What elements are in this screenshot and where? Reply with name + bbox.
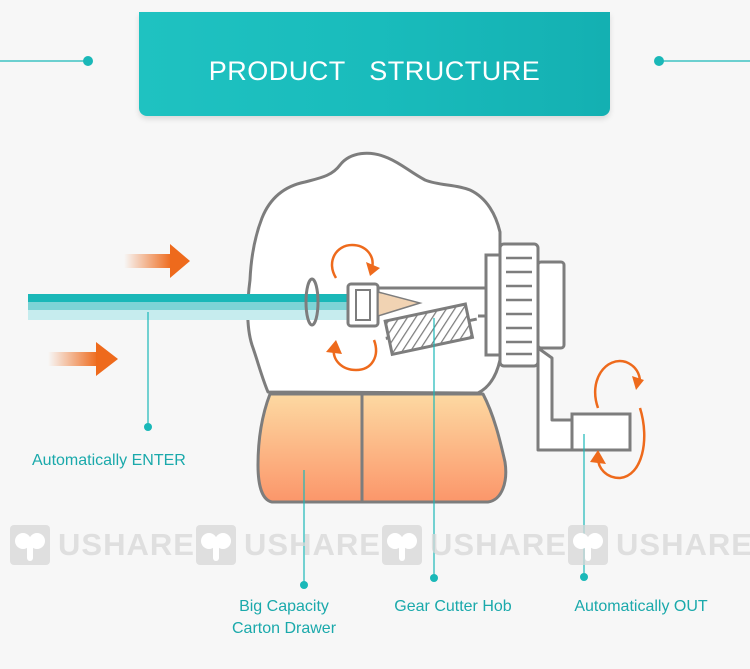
watermark-brand: USHARE bbox=[58, 527, 195, 562]
pencil-shaft-light bbox=[28, 310, 348, 320]
rotation-arrow-top bbox=[330, 243, 380, 279]
label-automatically-enter: Automatically ENTER bbox=[32, 452, 186, 469]
watermark-brand: USHARE bbox=[430, 527, 567, 562]
page-title: PRODUCT STRUCTURE bbox=[208, 56, 541, 86]
callout-hob-leader bbox=[430, 318, 438, 582]
label-carton-drawer: Big Capacity Carton Drawer bbox=[214, 596, 354, 640]
elephant-logo-icon bbox=[196, 525, 236, 565]
pencil-entry-hole bbox=[304, 277, 320, 327]
pencil-tip bbox=[377, 291, 423, 318]
crank-rotation-arrow-bottom bbox=[590, 407, 646, 480]
label-gear-cutter-hob: Gear Cutter Hob bbox=[394, 598, 512, 615]
label-drawer-line1: Big Capacity bbox=[239, 598, 329, 615]
crank-knob bbox=[570, 412, 632, 452]
elephant-logo-icon bbox=[10, 525, 50, 565]
gear-cutter-hob bbox=[383, 302, 478, 357]
watermark-1: USHARE bbox=[8, 521, 195, 569]
pencil-clamp-inner bbox=[355, 289, 371, 321]
elephant-logo-icon bbox=[568, 525, 608, 565]
gear-teeth bbox=[506, 256, 532, 356]
crank-rotation-arrow-top bbox=[593, 359, 644, 409]
pencil-shaft bbox=[28, 294, 348, 302]
pencil-shaft-mid bbox=[28, 302, 348, 310]
carton-drawer bbox=[256, 392, 508, 504]
gear-housing bbox=[484, 253, 502, 357]
gear-wheel bbox=[498, 242, 540, 368]
banner-right-connector bbox=[654, 56, 750, 66]
callout-drawer-leader bbox=[300, 470, 308, 589]
banner-left-connector bbox=[0, 56, 93, 66]
watermark-brand: USHARE bbox=[616, 527, 750, 562]
label-automatically-out: Automatically OUT bbox=[574, 598, 708, 615]
enter-arrow-upper bbox=[124, 244, 190, 278]
watermark-3: USHARE bbox=[380, 521, 567, 569]
enter-arrow-lower bbox=[48, 342, 118, 376]
elephant-logo-icon bbox=[382, 525, 422, 565]
label-drawer-line2: Carton Drawer bbox=[231, 620, 337, 637]
watermark-2: USHARE bbox=[194, 521, 381, 569]
watermark-4: USHARE bbox=[566, 521, 750, 569]
rotation-arrow-bottom bbox=[326, 339, 378, 372]
title-banner: PRODUCT STRUCTURE bbox=[139, 12, 610, 116]
callout-enter-leader bbox=[144, 312, 152, 431]
watermark-brand: USHARE bbox=[244, 527, 381, 562]
gear-cap bbox=[536, 260, 566, 350]
